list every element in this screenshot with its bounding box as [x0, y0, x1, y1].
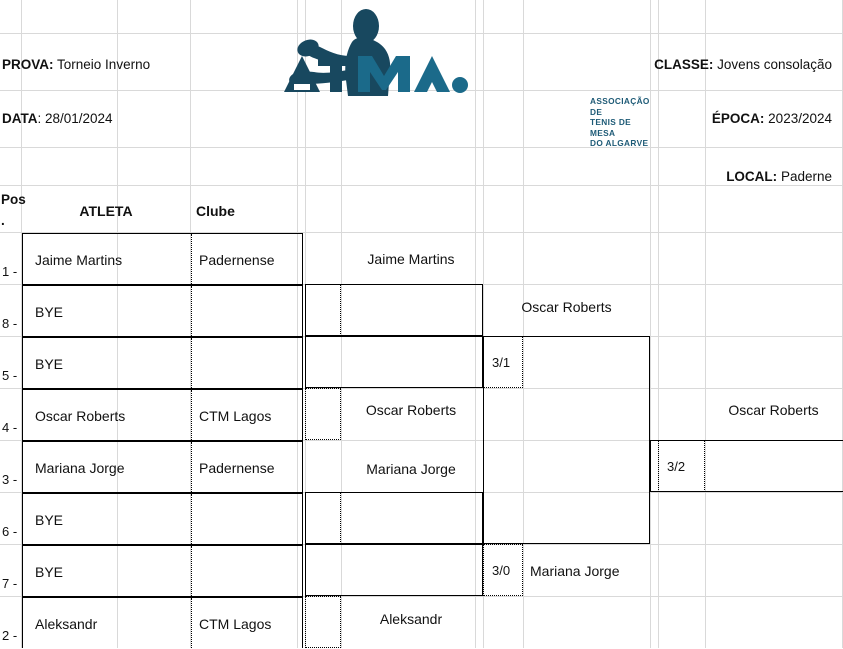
round2-winner-name: Aleksandr — [379, 611, 443, 627]
logo-subtitle-line2: TENIS DE MESA — [590, 117, 632, 138]
atma-logo-subtitle: ASSOCIAÇÃO DE TENIS DE MESA DO ALGARVE — [590, 96, 650, 149]
final-winner-name: Oscar Roberts — [728, 402, 819, 418]
gridline-vertical — [705, 0, 706, 648]
data-value: : 28/01/2024 — [37, 111, 113, 126]
round1-slot: Jaime Martins Padernense — [22, 233, 303, 285]
gridline-vertical — [650, 0, 651, 648]
final-score-cell[interactable]: 3/2 — [658, 440, 705, 492]
round1-slot: BYE — [22, 285, 303, 337]
gridline-horizontal — [0, 232, 843, 233]
round3-connector — [483, 336, 650, 440]
athlete-name: BYE — [35, 564, 64, 580]
seed-number: 1 - — [2, 264, 18, 279]
round1-slot: Oscar Roberts CTM Lagos — [22, 389, 303, 441]
gridline-vertical — [341, 0, 342, 648]
athlete-name: BYE — [35, 512, 64, 528]
athlete-name: BYE — [35, 356, 64, 372]
gridline-vertical — [297, 0, 298, 648]
gridline-vertical — [21, 0, 22, 648]
seed-number: 4 - — [2, 420, 18, 435]
data-field: DATA: 28/01/2024 — [2, 112, 113, 126]
round2-score-cell[interactable] — [305, 388, 341, 440]
seed-number: 5 - — [2, 368, 18, 383]
seed-number: 3 - — [2, 472, 18, 487]
column-header-pos-line1: Pos — [1, 192, 26, 207]
gridline-horizontal — [0, 147, 843, 148]
round1-slot: BYE — [22, 337, 303, 389]
athlete-name: Mariana Jorge — [35, 460, 125, 476]
round2-score-cell[interactable] — [305, 284, 341, 336]
athlete-club-divider — [191, 546, 192, 596]
round2-connector — [305, 544, 483, 596]
round3-winner-name: Oscar Roberts — [521, 299, 612, 315]
athlete-name: Oscar Roberts — [35, 408, 126, 424]
final-connector — [650, 440, 843, 492]
athlete-club-divider — [191, 234, 192, 284]
classe-label: CLASSE: — [654, 57, 714, 72]
epoca-label: ÉPOCA: — [711, 111, 765, 126]
epoca-value: 2023/2024 — [768, 111, 832, 126]
round2-connector — [305, 336, 483, 388]
epoca-field: ÉPOCA: 2023/2024 — [712, 112, 832, 126]
athlete-club-divider — [191, 286, 192, 336]
prova-field: PROVA: Torneio Inverno — [2, 58, 150, 72]
athlete-club-divider — [191, 494, 192, 544]
column-header-pos: Pos . — [1, 190, 26, 232]
round3-winner-name: Mariana Jorge — [530, 563, 620, 579]
gridline-horizontal — [0, 388, 843, 389]
round1-slot: Aleksandr CTM Lagos — [22, 597, 303, 648]
classe-value: Jovens consolação — [717, 57, 832, 72]
gridline-vertical — [658, 0, 659, 648]
classe-field: CLASSE: Jovens consolação — [654, 58, 832, 72]
gridline-vertical — [117, 0, 118, 648]
athlete-club: Padernense — [199, 252, 275, 268]
seed-number: 8 - — [2, 316, 18, 331]
gridline-horizontal — [0, 440, 843, 441]
local-field: LOCAL: Paderne — [726, 170, 832, 184]
athlete-club-divider — [191, 598, 192, 648]
gridline-horizontal — [0, 596, 843, 597]
athlete-club: CTM Lagos — [199, 408, 272, 424]
round2-score-cell[interactable] — [305, 596, 341, 648]
athlete-club: CTM Lagos — [199, 615, 272, 632]
round2-winner-name: Oscar Roberts — [365, 402, 457, 418]
athlete-name: BYE — [35, 304, 64, 320]
atma-logo-graphic — [284, 9, 468, 96]
logo-subtitle-line3: DO ALGARVE — [590, 138, 649, 149]
round2-winner-name: Jaime Martins — [367, 251, 455, 267]
column-header-atleta: ATLETA — [79, 203, 133, 219]
seed-number: 6 - — [2, 524, 18, 539]
gridline-vertical — [475, 0, 476, 648]
athlete-name: Jaime Martins — [35, 252, 123, 268]
round1-slot: BYE — [22, 545, 303, 597]
prova-label: PROVA: — [2, 57, 54, 72]
round1-slot: BYE — [22, 493, 303, 545]
athlete-club-divider — [191, 390, 192, 440]
gridline-vertical — [523, 0, 524, 648]
round2-score-cell[interactable] — [305, 492, 341, 544]
round2-winner-name: Mariana Jorge — [366, 461, 456, 477]
gridline-vertical — [483, 0, 484, 648]
data-label: DATA — [2, 111, 38, 126]
round1-slot: Mariana Jorge Padernense — [22, 441, 303, 493]
athlete-name: Aleksandr — [35, 615, 98, 632]
round3-score-cell[interactable]: 3/0 — [483, 544, 523, 596]
athlete-club: Padernense — [199, 460, 275, 476]
gridline-vertical — [190, 0, 191, 648]
local-value: Paderne — [780, 169, 832, 184]
logo-subtitle-line1: ASSOCIAÇÃO DE — [590, 96, 650, 117]
column-header-pos-line2: . — [1, 212, 5, 228]
athlete-club-divider — [191, 442, 192, 492]
round3-score-cell[interactable]: 3/1 — [483, 336, 523, 388]
gridline-horizontal — [0, 185, 843, 186]
atma-logo: ASSOCIAÇÃO DE TENIS DE MESA DO ALGARVE — [262, 4, 649, 148]
athlete-club-divider — [191, 338, 192, 388]
seed-number: 2 - — [2, 628, 18, 643]
prova-value: Torneio Inverno — [57, 57, 151, 72]
column-header-clube: Clube — [196, 203, 235, 219]
local-label: LOCAL: — [726, 169, 778, 184]
round3-connector — [483, 440, 650, 544]
gridline-horizontal — [0, 33, 843, 34]
seed-number: 7 - — [2, 576, 18, 591]
